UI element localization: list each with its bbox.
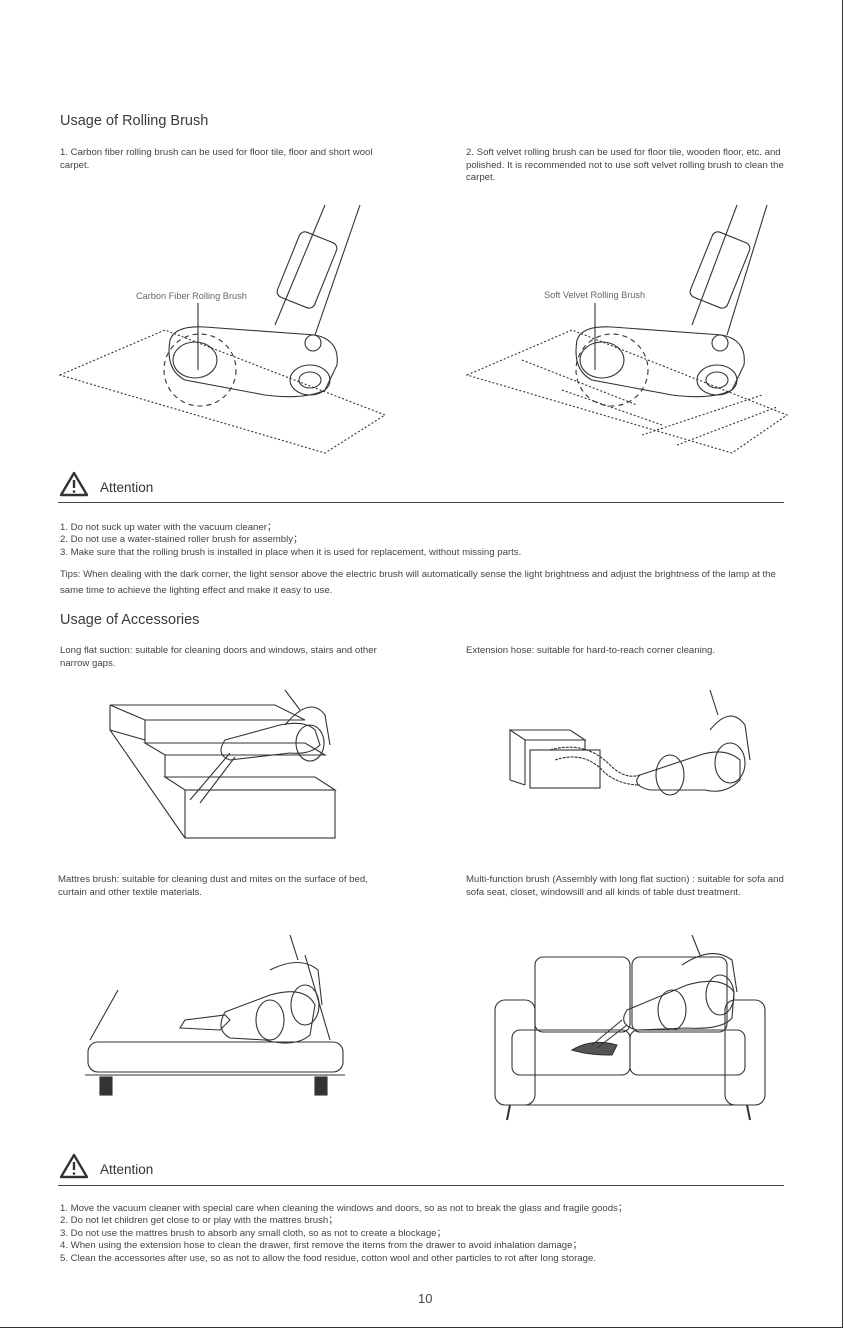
accessories-title: Usage of Accessories [60, 612, 200, 628]
carbon-brush-label: Carbon Fiber Rolling Brush [136, 291, 247, 301]
attention-label: Attention [100, 480, 154, 495]
carbon-brush-illustration [58, 204, 387, 454]
attention-item: 1. Move the vacuum cleaner with special … [60, 1203, 628, 1214]
divider [58, 502, 784, 503]
attention-item: 3. Make sure that the rolling brush is i… [60, 546, 522, 558]
multi-brush-description: Multi-function brush (Assembly with long… [466, 874, 784, 898]
extension-hose-description: Extension hose: suitable for hard-to-rea… [466, 645, 716, 656]
attention-label: Attention [100, 1162, 154, 1177]
attention-list: 1. Do not suck up water with the vacuum … [60, 522, 521, 559]
sofa-illustration [494, 934, 766, 1121]
stairs-illustration [109, 689, 337, 839]
mattress-brush-description: Mattres brush: suitable for cleaning dus… [58, 874, 368, 898]
velvet-brush-illustration [465, 204, 789, 454]
rolling-brush-title: Usage of Rolling Brush [60, 113, 209, 129]
divider [58, 1185, 784, 1186]
attention-item: 2. Do not let children get close to or p… [60, 1215, 338, 1227]
flat-suction-description: Long flat suction: suitable for cleaning… [60, 645, 377, 669]
attention-item: 2. Do not use a water-stained roller bru… [60, 534, 303, 546]
warning-icon [59, 471, 89, 497]
attention-item: 1. Do not suck up water with the vacuum … [60, 522, 277, 533]
page-number: 10 [418, 1291, 433, 1306]
mattress-illustration [85, 934, 345, 1096]
attention-list: 1. Move the vacuum cleaner with special … [60, 1203, 627, 1265]
carbon-brush-description: 1. Carbon fiber rolling brush can be use… [60, 147, 373, 171]
attention-item: 4. When using the extension hose to clea… [60, 1240, 583, 1252]
extension-hose-illustration [508, 689, 751, 796]
attention-item: 3. Do not use the mattres brush to absor… [60, 1227, 447, 1239]
velvet-brush-description: 2. Soft velvet rolling brush can be used… [466, 147, 784, 184]
warning-icon [59, 1153, 89, 1179]
velvet-brush-label: Soft Velvet Rolling Brush [544, 290, 646, 300]
attention-item: 5. Clean the accessories after use, so a… [60, 1252, 596, 1264]
tips-text: Tips: When dealing with the dark corner,… [60, 569, 776, 596]
